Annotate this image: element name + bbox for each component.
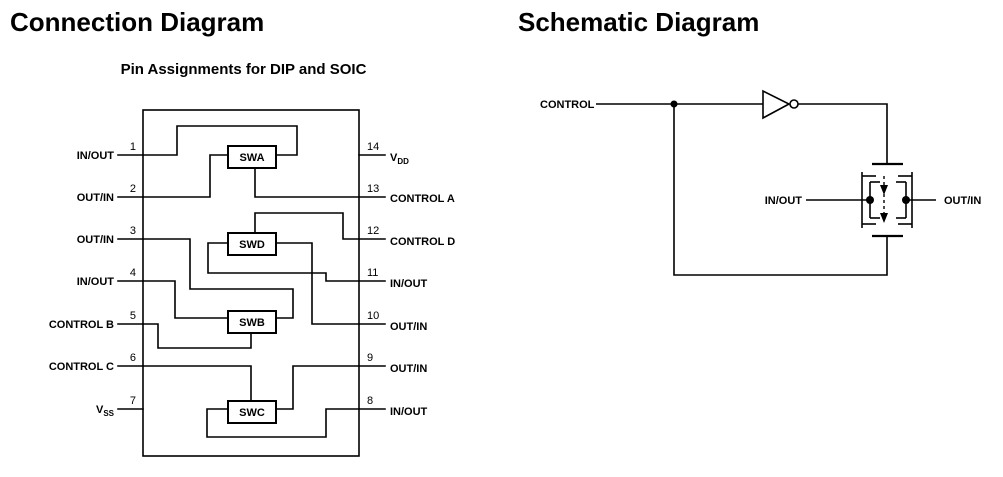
pin-9-label: OUT/IN bbox=[390, 363, 427, 375]
wire-swd-control bbox=[254, 212, 360, 240]
pin-4-number: 4 bbox=[130, 267, 136, 279]
pin-14-number: 14 bbox=[367, 141, 379, 153]
switch-a-box bbox=[227, 145, 277, 169]
wire-swc-pin9 bbox=[275, 365, 360, 410]
wire-swd-pin11 bbox=[207, 242, 360, 282]
switch-b-box bbox=[227, 310, 277, 334]
switch-b-label: SWB bbox=[239, 317, 265, 329]
pin-7-label: VSS bbox=[96, 404, 115, 418]
pin-10-label: OUT/IN bbox=[390, 321, 427, 333]
pin-11-label: IN/OUT bbox=[390, 278, 428, 290]
pin-8-number: 8 bbox=[367, 395, 373, 407]
switch-c-label: SWC bbox=[239, 407, 265, 419]
schematic-out-label: OUT/IN bbox=[944, 195, 981, 207]
pin-2-number: 2 bbox=[130, 183, 136, 195]
switch-a-label: SWA bbox=[239, 152, 264, 164]
wire-swb-control bbox=[142, 323, 252, 349]
pin-11-number: 11 bbox=[367, 267, 378, 279]
pin-13-label: CONTROL A bbox=[390, 193, 455, 205]
pin-6-number: 6 bbox=[130, 352, 136, 364]
inverter-bubble-icon bbox=[789, 99, 799, 109]
pin-3-number: 3 bbox=[130, 225, 136, 237]
wire-pin3 bbox=[142, 238, 294, 319]
pin-9-number: 9 bbox=[367, 352, 373, 364]
junction-dot-in bbox=[866, 196, 874, 204]
wire-swa-control bbox=[254, 167, 360, 198]
schematic-in-label: IN/OUT bbox=[765, 195, 803, 207]
junction-dot-control bbox=[670, 100, 678, 108]
wire-swc-control bbox=[142, 365, 252, 402]
pin-13-number: 13 bbox=[367, 183, 379, 195]
pin-4-label: IN/OUT bbox=[77, 276, 115, 288]
switch-d-label: SWD bbox=[239, 239, 265, 251]
junction-dot-out bbox=[902, 196, 910, 204]
switch-d-box bbox=[227, 232, 277, 256]
pin-14-label: VDD bbox=[390, 152, 409, 166]
schematic-wiring bbox=[596, 89, 936, 276]
pin-2-label: OUT/IN bbox=[77, 192, 114, 204]
pin-assignments-subtitle: Pin Assignments for DIP and SOIC bbox=[120, 61, 367, 78]
wire-swb-pin4 bbox=[142, 280, 229, 319]
wire-swa-pin1 bbox=[142, 125, 298, 156]
inverter-icon bbox=[762, 89, 791, 120]
wire-swa-pin2 bbox=[142, 154, 229, 198]
wire-swd-pin10 bbox=[275, 242, 360, 325]
pin-1-number: 1 bbox=[130, 141, 136, 153]
pin-7-number: 7 bbox=[130, 395, 136, 407]
ic-package-body bbox=[142, 109, 360, 457]
pin-12-label: CONTROL D bbox=[390, 236, 455, 248]
connection-diagram-title: Connection Diagram bbox=[10, 7, 265, 37]
pin-6-label: CONTROL C bbox=[49, 361, 114, 373]
pin-12-number: 12 bbox=[367, 225, 379, 237]
pin-1-label: IN/OUT bbox=[77, 150, 115, 162]
pin-5-number: 5 bbox=[130, 310, 136, 322]
pin-8-label: IN/OUT bbox=[390, 406, 428, 418]
pin-10-number: 10 bbox=[367, 310, 379, 322]
pin-5-label: CONTROL B bbox=[49, 319, 114, 331]
pin-3-label: OUT/IN bbox=[77, 234, 114, 246]
switch-c-box bbox=[227, 400, 277, 424]
wire-swc-pin8 bbox=[206, 408, 360, 438]
schematic-diagram-title: Schematic Diagram bbox=[518, 7, 760, 37]
schematic-control-label: CONTROL bbox=[540, 99, 595, 111]
